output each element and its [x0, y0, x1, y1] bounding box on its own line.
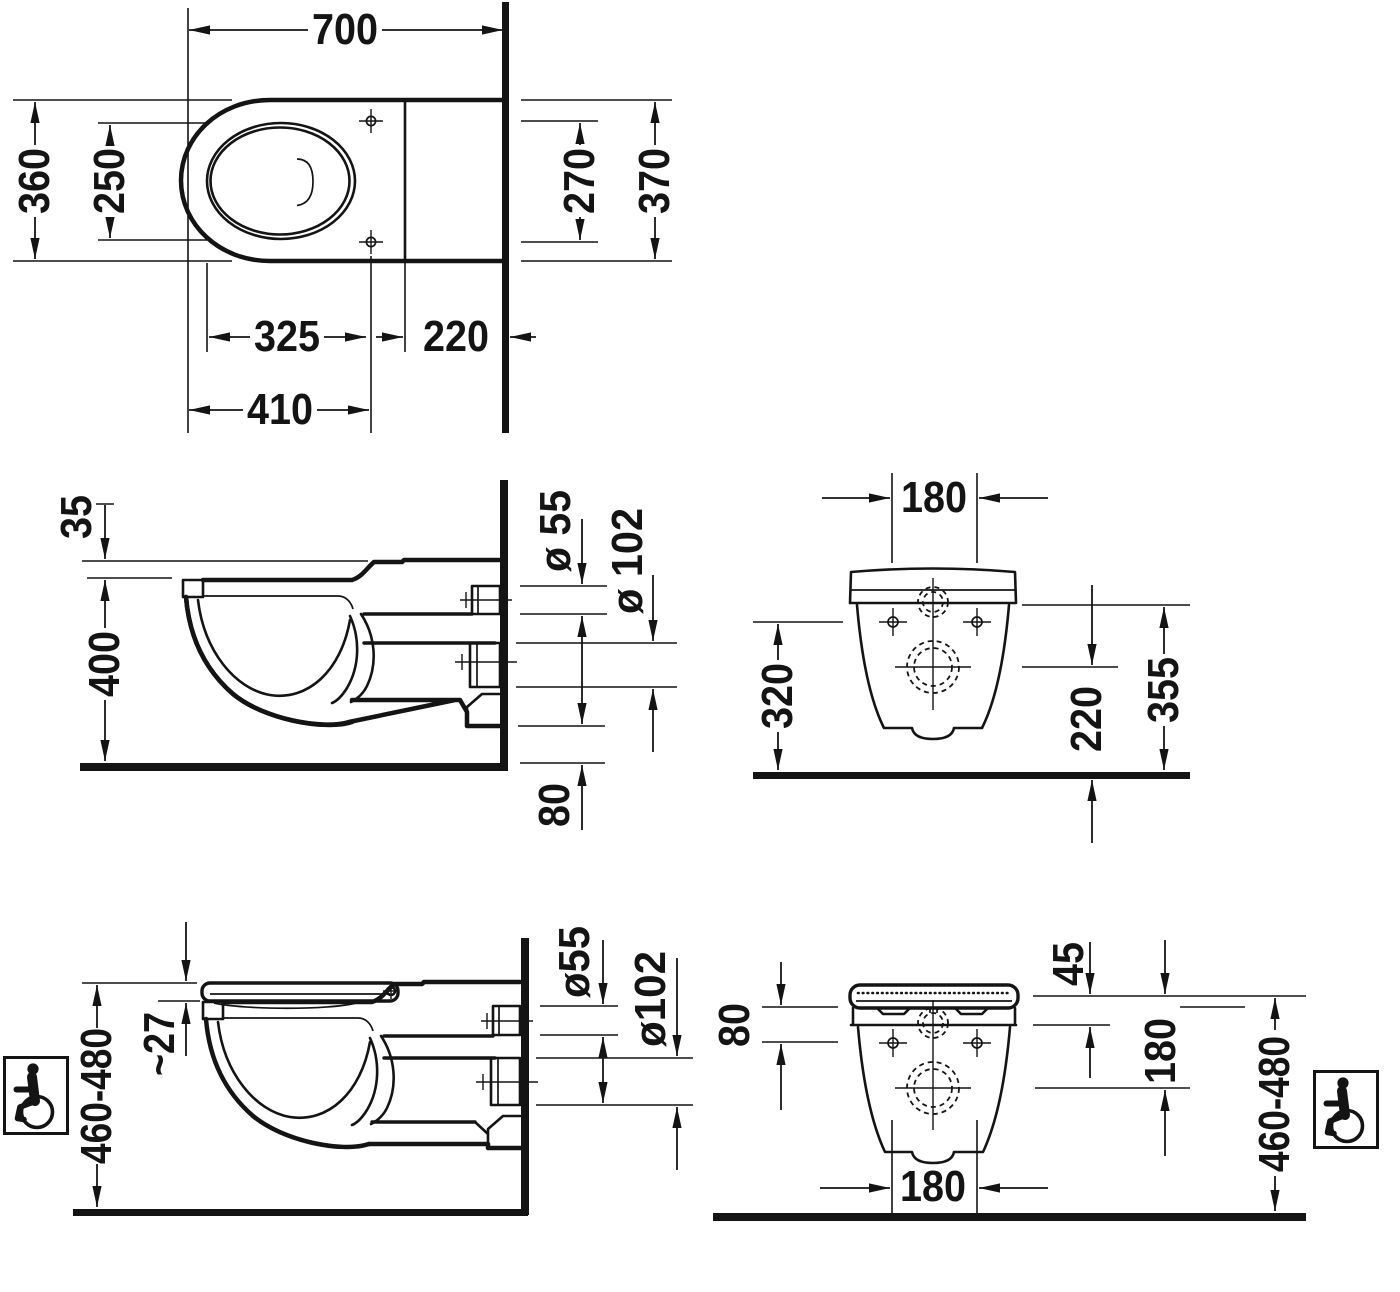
top-view-mounting-holes — [359, 109, 383, 254]
dimension-80-rear: 80 — [710, 962, 786, 1110]
dimension-45: 45 — [1044, 942, 1095, 1078]
dim-355-label: 355 — [1139, 657, 1188, 723]
dimension-180-right: 180 — [1136, 940, 1185, 1156]
dimension-270: 270 — [555, 123, 604, 240]
dim-80-side-label: 80 — [530, 783, 579, 827]
side-view-wall-floor — [80, 480, 508, 771]
flush-distributor-detail — [296, 158, 314, 207]
dim-180-bottom-label: 180 — [900, 1162, 966, 1211]
rear-view-accessible: 80 45 180 460-480 180 — [710, 940, 1378, 1221]
dimension-dia102-side: ø 102 — [603, 508, 658, 752]
dimension-dia55-accessible: ø55 — [550, 926, 608, 1103]
dim-460-480-left-label: 460-480 — [72, 1028, 121, 1164]
dim-370-label: 370 — [630, 148, 679, 214]
dimension-360: 360 — [10, 102, 59, 259]
rear-view-connections — [895, 578, 971, 710]
dimension-180-bottom: 180 — [820, 1162, 1048, 1211]
side-accessible-ceramic — [201, 979, 538, 1151]
dimension-355: 355 — [1139, 607, 1188, 770]
top-view-wall — [502, 2, 509, 433]
side-accessible-extension-lines — [82, 982, 693, 1106]
dimension-180-rear: 180 — [822, 473, 1048, 522]
dimension-dia55-side: ø 55 — [531, 490, 587, 724]
dimension-460-480-left: 460-480 — [72, 985, 121, 1207]
dim-35-label: 35 — [52, 495, 101, 539]
dimension-80-side: 80 — [530, 765, 587, 830]
dim-dia55-accessible-label: ø55 — [550, 926, 599, 998]
dim-180-right-label: 180 — [1136, 1018, 1185, 1084]
dim-250-label: 250 — [85, 148, 134, 214]
rear-view: 180 320 220 355 — [753, 473, 1190, 843]
dim-45-label: 45 — [1044, 942, 1093, 986]
rear-accessible-seat — [848, 983, 1020, 1016]
dimension-dia102-accessible: ø102 — [626, 951, 682, 1170]
dim-dia55-side-label: ø 55 — [531, 490, 580, 572]
top-view-ceramic-outline — [178, 97, 505, 264]
side-accessible-wall-floor — [73, 938, 529, 1216]
rear-view-mounting-holes — [879, 608, 991, 636]
dim-80-rear-label: 80 — [710, 1003, 759, 1047]
dimension-250: 250 — [85, 125, 134, 238]
dimension-700: 700 — [189, 5, 503, 54]
dimension-320: 320 — [753, 624, 802, 770]
rear-view-floor — [753, 772, 1190, 779]
dimension-370: 370 — [630, 102, 679, 259]
dim-320-label: 320 — [753, 663, 802, 729]
rear-accessible-mounting-holes — [879, 1029, 991, 1057]
rear-view-extension-lines — [753, 473, 1190, 668]
dim-360-label: 360 — [10, 148, 59, 214]
side-view: 35 400 ø 55 ø 102 80 — [52, 480, 677, 830]
dim-400-label: 400 — [80, 631, 129, 697]
dim-dia102-accessible-label: ø102 — [626, 951, 675, 1047]
dim-220-rear-label: 220 — [1062, 686, 1111, 752]
dim-dia102-side-label: ø 102 — [603, 508, 652, 614]
top-view-extension-lines — [13, 8, 672, 433]
rear-accessible-extension-lines — [762, 995, 1306, 1213]
side-accessible-seat — [200, 981, 400, 1010]
dim-325-label: 325 — [254, 312, 320, 361]
dim-270-label: 270 — [555, 148, 604, 214]
dimension-400: 400 — [80, 580, 129, 761]
dimension-220-plan: 220 — [376, 312, 536, 361]
side-view-ceramic — [181, 557, 517, 729]
rear-accessible-connections — [895, 1000, 971, 1130]
dim-220-plan-label: 220 — [423, 312, 489, 361]
dimension-27: ~27 — [135, 922, 191, 1076]
dim-180-rear-label: 180 — [901, 473, 967, 522]
side-view-extension-lines — [82, 560, 677, 764]
wheelchair-icon — [5, 1058, 68, 1134]
dim-410-label: 410 — [247, 385, 313, 434]
dimension-325: 325 — [209, 312, 366, 361]
wheelchair-icon — [1315, 1072, 1378, 1148]
top-view: 700 360 250 270 370 325 — [10, 2, 679, 434]
dim-460-480-right-label: 460-480 — [1250, 1036, 1299, 1172]
dimension-35: 35 — [52, 495, 114, 559]
dimension-410: 410 — [189, 385, 369, 434]
rear-accessible-floor — [713, 1213, 1306, 1221]
side-view-accessible: ~27 460-480 ø55 ø102 — [5, 922, 693, 1216]
dimension-220-rear: 220 — [1062, 585, 1111, 843]
dimension-460-480-right: 460-480 — [1250, 998, 1299, 1211]
dim-27-label: ~27 — [135, 1012, 184, 1076]
dim-700-label: 700 — [312, 5, 378, 54]
